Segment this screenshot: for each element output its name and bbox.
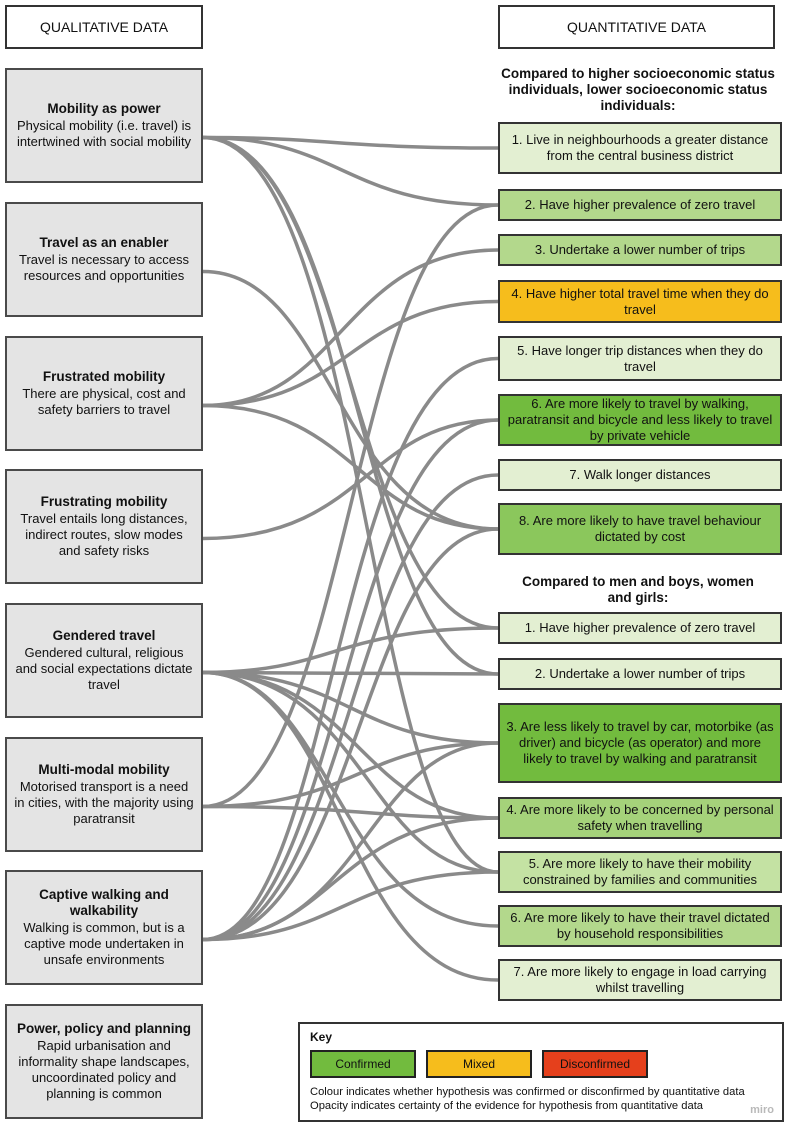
link-line [201, 741, 500, 809]
key-colour-note: Colour indicates whether hypothesis was … [310, 1086, 745, 1098]
quant-text: 3. Undertake a lower number of trips [534, 242, 746, 257]
quant-text: 8. Are more likely to have travel behavi… [518, 513, 762, 544]
qual-desc: Travel is necessary to access resources … [18, 252, 190, 283]
link-line [201, 473, 500, 942]
link-line [201, 670, 500, 676]
quant-box-gender-6: 6. Are more likely to have their travel … [498, 905, 782, 947]
link-line [201, 670, 500, 982]
link-line [201, 418, 500, 541]
quant-text: 7. Are more likely to engage in load car… [513, 964, 767, 995]
quant-box-ses-2: 2. Have higher prevalence of zero travel [498, 189, 782, 221]
qualitative-header-label: QUALITATIVE DATA [39, 19, 169, 35]
qual-box-frustrating-mobility: Frustrating mobility Travel entails long… [5, 469, 203, 584]
qual-box-mobility-as-power: Mobility as power Physical mobility (i.e… [5, 68, 203, 183]
quant-text: 6. Are more likely to have their travel … [510, 910, 770, 941]
gender-subheading: Compared to men and boys, women and girl… [522, 574, 754, 605]
qual-title: Captive walking and walkability [39, 887, 169, 918]
quant-box-gender-2: 2. Undertake a lower number of trips [498, 658, 782, 690]
qual-box-gendered-travel: Gendered travel Gendered cultural, relig… [5, 603, 203, 718]
qual-title: Frustrated mobility [42, 369, 166, 384]
quant-box-gender-1: 1. Have higher prevalence of zero travel [498, 612, 782, 644]
legend-key: Key Confirmed Mixed Disconfirmed Colour … [298, 1022, 784, 1122]
qualitative-header: QUALITATIVE DATA [5, 5, 203, 49]
quant-box-ses-6: 6. Are more likely to travel by walking,… [498, 394, 782, 446]
quantitative-header: QUANTITATIVE DATA [498, 5, 775, 49]
qual-title: Frustrating mobility [40, 494, 168, 509]
link-line [201, 269, 500, 531]
qual-title: Gendered travel [52, 628, 156, 643]
quant-text: 4. Are more likely to be concerned by pe… [506, 802, 774, 833]
quant-text: 1. Have higher prevalence of zero travel [524, 620, 756, 635]
link-line [201, 527, 500, 942]
key-swatches: Confirmed Mixed Disconfirmed [310, 1050, 772, 1078]
link-line [201, 135, 500, 207]
key-label: Confirmed [335, 1057, 391, 1071]
quant-text: 5. Are more likely to have their mobilit… [522, 856, 758, 887]
quant-text: 2. Have higher prevalence of zero travel [524, 197, 756, 212]
link-line [201, 816, 500, 942]
qual-desc: Motorised transport is a need in cities,… [14, 779, 194, 826]
link-line [201, 804, 500, 820]
link-line [201, 203, 500, 809]
quant-text: 4. Have higher total travel time when th… [511, 285, 769, 317]
qual-desc: Gendered cultural, religious and social … [15, 645, 193, 692]
key-title: Key [310, 1030, 333, 1044]
quant-box-ses-3: 3. Undertake a lower number of trips [498, 234, 782, 266]
link-line [201, 135, 500, 150]
key-swatch-mixed: Mixed [426, 1050, 532, 1078]
link-line [201, 870, 500, 942]
qual-title: Mobility as power [47, 101, 161, 116]
link-line [201, 418, 500, 942]
quant-text: 3. Are less likely to travel by car, mot… [506, 719, 774, 766]
link-line [201, 299, 500, 408]
key-label: Mixed [462, 1057, 495, 1071]
link-line [201, 135, 500, 874]
quant-box-ses-5: 5. Have longer trip distances when they … [498, 336, 782, 381]
qual-title: Travel as an enabler [39, 235, 169, 250]
qual-title: Power, policy and planning [16, 1021, 192, 1036]
quant-text: 5. Have longer trip distances when they … [517, 342, 763, 374]
link-line [201, 248, 500, 408]
quant-box-gender-4: 4. Are more likely to be concerned by pe… [498, 797, 782, 839]
qual-title: Multi-modal mobility [38, 762, 170, 777]
qual-box-travel-as-enabler: Travel as an enabler Travel is necessary… [5, 202, 203, 317]
key-label: Disconfirmed [559, 1057, 631, 1071]
link-line [201, 135, 500, 676]
quant-text: 2. Undertake a lower number of trips [534, 666, 746, 681]
key-swatch-disconfirmed: Disconfirmed [542, 1050, 648, 1078]
qual-desc: Walking is common, but is a captive mode… [23, 920, 185, 967]
quant-box-gender-3: 3. Are less likely to travel by car, mot… [498, 703, 782, 783]
quant-text: 6. Are more likely to travel by walking,… [507, 396, 773, 443]
link-line [201, 403, 500, 531]
miro-brand-mark: miro [750, 1104, 774, 1116]
quant-box-ses-8: 8. Are more likely to have travel behavi… [498, 503, 782, 555]
quant-box-gender-7: 7. Are more likely to engage in load car… [498, 959, 782, 1001]
qual-box-captive-walking: Captive walking and walkability Walking … [5, 870, 203, 985]
qual-desc: There are physical, cost and safety barr… [22, 386, 186, 417]
link-line [201, 626, 500, 675]
quant-text: 1. Live in neighbourhoods a greater dist… [511, 132, 769, 163]
quant-box-ses-4: 4. Have higher total travel time when th… [498, 280, 782, 323]
qual-desc: Physical mobility (i.e. travel) is inter… [16, 118, 192, 149]
qual-desc: Travel entails long distances, indirect … [20, 511, 188, 558]
ses-subheading: Compared to higher socioeconomic status … [501, 66, 775, 113]
key-swatch-confirmed: Confirmed [310, 1050, 416, 1078]
quant-text: 7. Walk longer distances [569, 467, 711, 482]
quantitative-header-label: QUANTITATIVE DATA [567, 19, 706, 35]
qual-box-frustrated-mobility: Frustrated mobility There are physical, … [5, 336, 203, 451]
key-opacity-note: Opacity indicates certainty of the evide… [310, 1100, 704, 1112]
qual-box-power-policy-planning: Power, policy and planning Rapid urbanis… [5, 1004, 203, 1119]
qual-desc: Rapid urbanisation and informality shape… [18, 1038, 190, 1101]
link-line [201, 356, 500, 942]
qual-box-multi-modal-mobility: Multi-modal mobility Motorised transport… [5, 737, 203, 852]
quant-box-ses-1: 1. Live in neighbourhoods a greater dist… [498, 122, 782, 174]
quant-box-ses-7: 7. Walk longer distances [498, 459, 782, 491]
quant-box-gender-5: 5. Are more likely to have their mobilit… [498, 851, 782, 893]
